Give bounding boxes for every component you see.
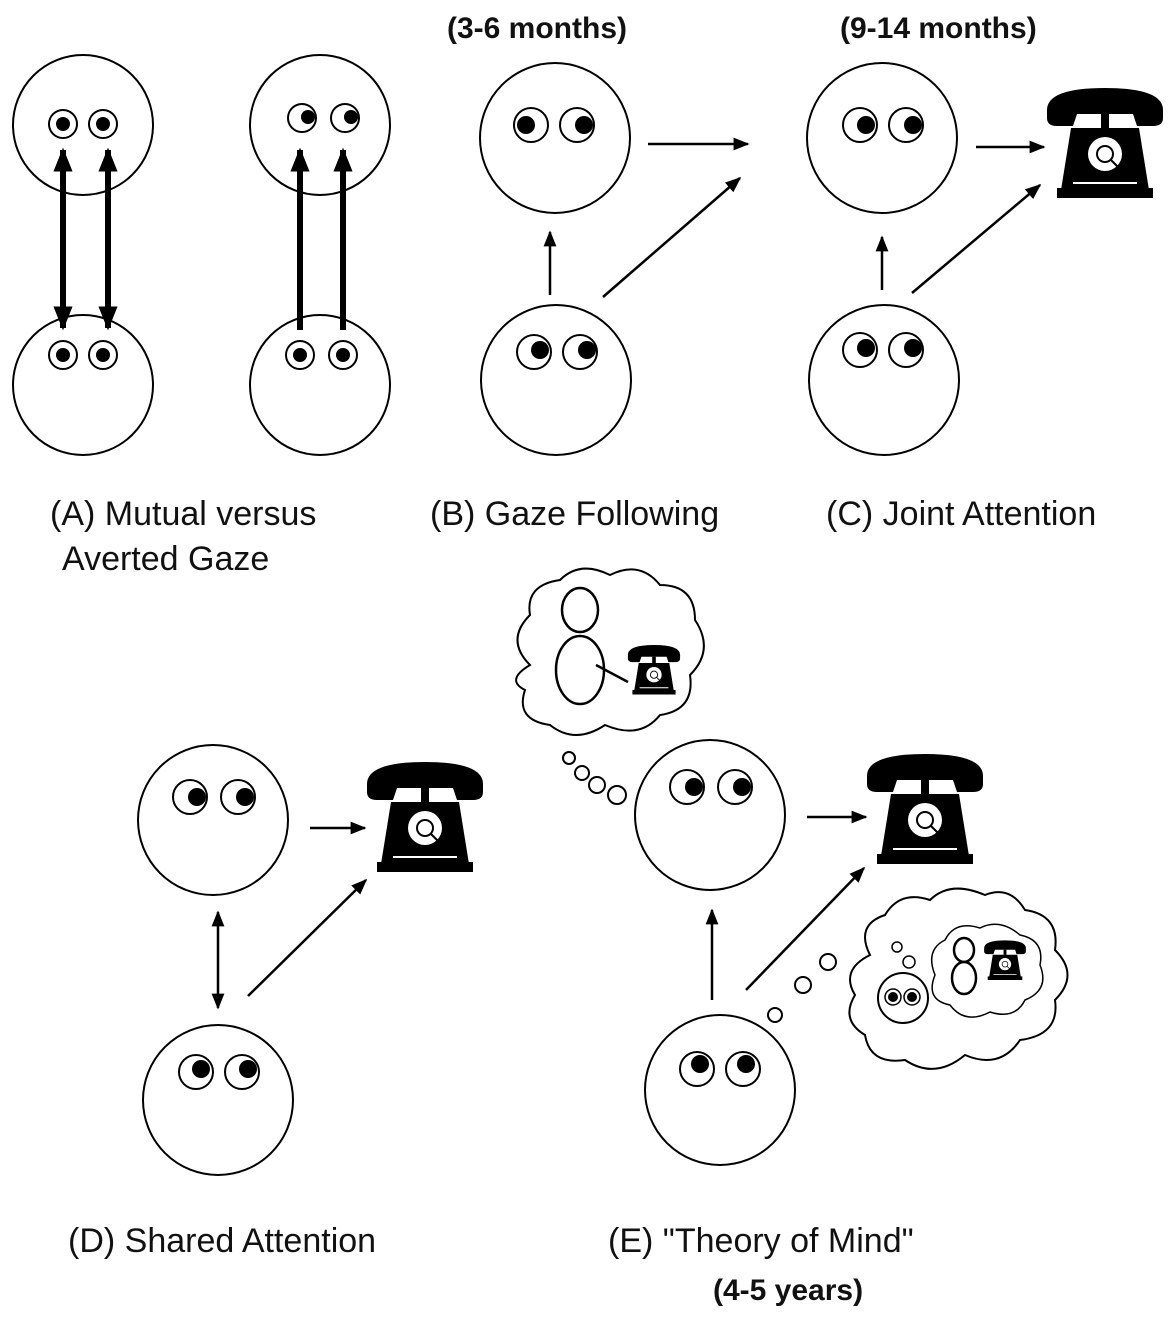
caption-c-letter: (C) (826, 495, 874, 533)
age-label-c: (9-14 months) (840, 12, 1037, 45)
caption-c: (C) Joint Attention (826, 497, 1096, 531)
caption-e-letter: (E) (608, 1222, 654, 1260)
caption-e: (E) "Theory of Mind" (608, 1224, 914, 1258)
face-icon (12, 314, 154, 456)
caption-d: (D) Shared Attention (68, 1224, 376, 1258)
telephone-icon (366, 761, 484, 873)
caption-d-letter: (D) (68, 1222, 116, 1260)
caption-b: (B) Gaze Following (430, 497, 719, 531)
panel-e-theory-of-mind (515, 567, 1069, 1166)
face-icon (480, 304, 632, 456)
telephone-icon (866, 753, 984, 865)
caption-a: (A) Mutual versus (50, 497, 316, 531)
panel-a-mutual-gaze (12, 54, 154, 456)
panel-b-gaze-following (479, 62, 750, 456)
face-icon (808, 304, 960, 456)
face-icon (479, 62, 631, 214)
caption-c-title: Joint Attention (882, 495, 1097, 533)
face-icon (249, 314, 391, 456)
caption-a-letter: (A) (50, 495, 96, 533)
face-icon (142, 1024, 294, 1176)
thought-bubble-icon (767, 887, 1069, 1070)
face-icon (634, 739, 786, 891)
age-label-b: (3-6 months) (447, 12, 627, 45)
panel-c-joint-attention (806, 62, 1164, 456)
face-icon (644, 1014, 796, 1166)
caption-a-title-line1: Mutual versus (104, 495, 317, 533)
arrow-icon (745, 866, 866, 991)
caption-b-title: Gaze Following (484, 495, 720, 533)
arrow-icon (911, 183, 1042, 294)
age-label-e: (4-5 years) (713, 1274, 864, 1307)
thought-bubble-icon (515, 567, 705, 805)
face-icon (137, 744, 289, 896)
panel-a-averted-gaze (249, 54, 391, 456)
caption-d-title: Shared Attention (124, 1222, 377, 1260)
arrow-icon (247, 878, 368, 997)
panel-d-shared-attention (137, 744, 484, 1176)
arrow-icon (602, 176, 742, 298)
caption-b-letter: (B) (430, 495, 476, 533)
telephone-icon (1046, 87, 1164, 199)
caption-a-line2: Averted Gaze (62, 540, 270, 578)
face-icon (12, 54, 154, 196)
face-icon (249, 54, 391, 196)
caption-e-title: "Theory of Mind" (662, 1222, 914, 1260)
face-icon (806, 62, 958, 214)
